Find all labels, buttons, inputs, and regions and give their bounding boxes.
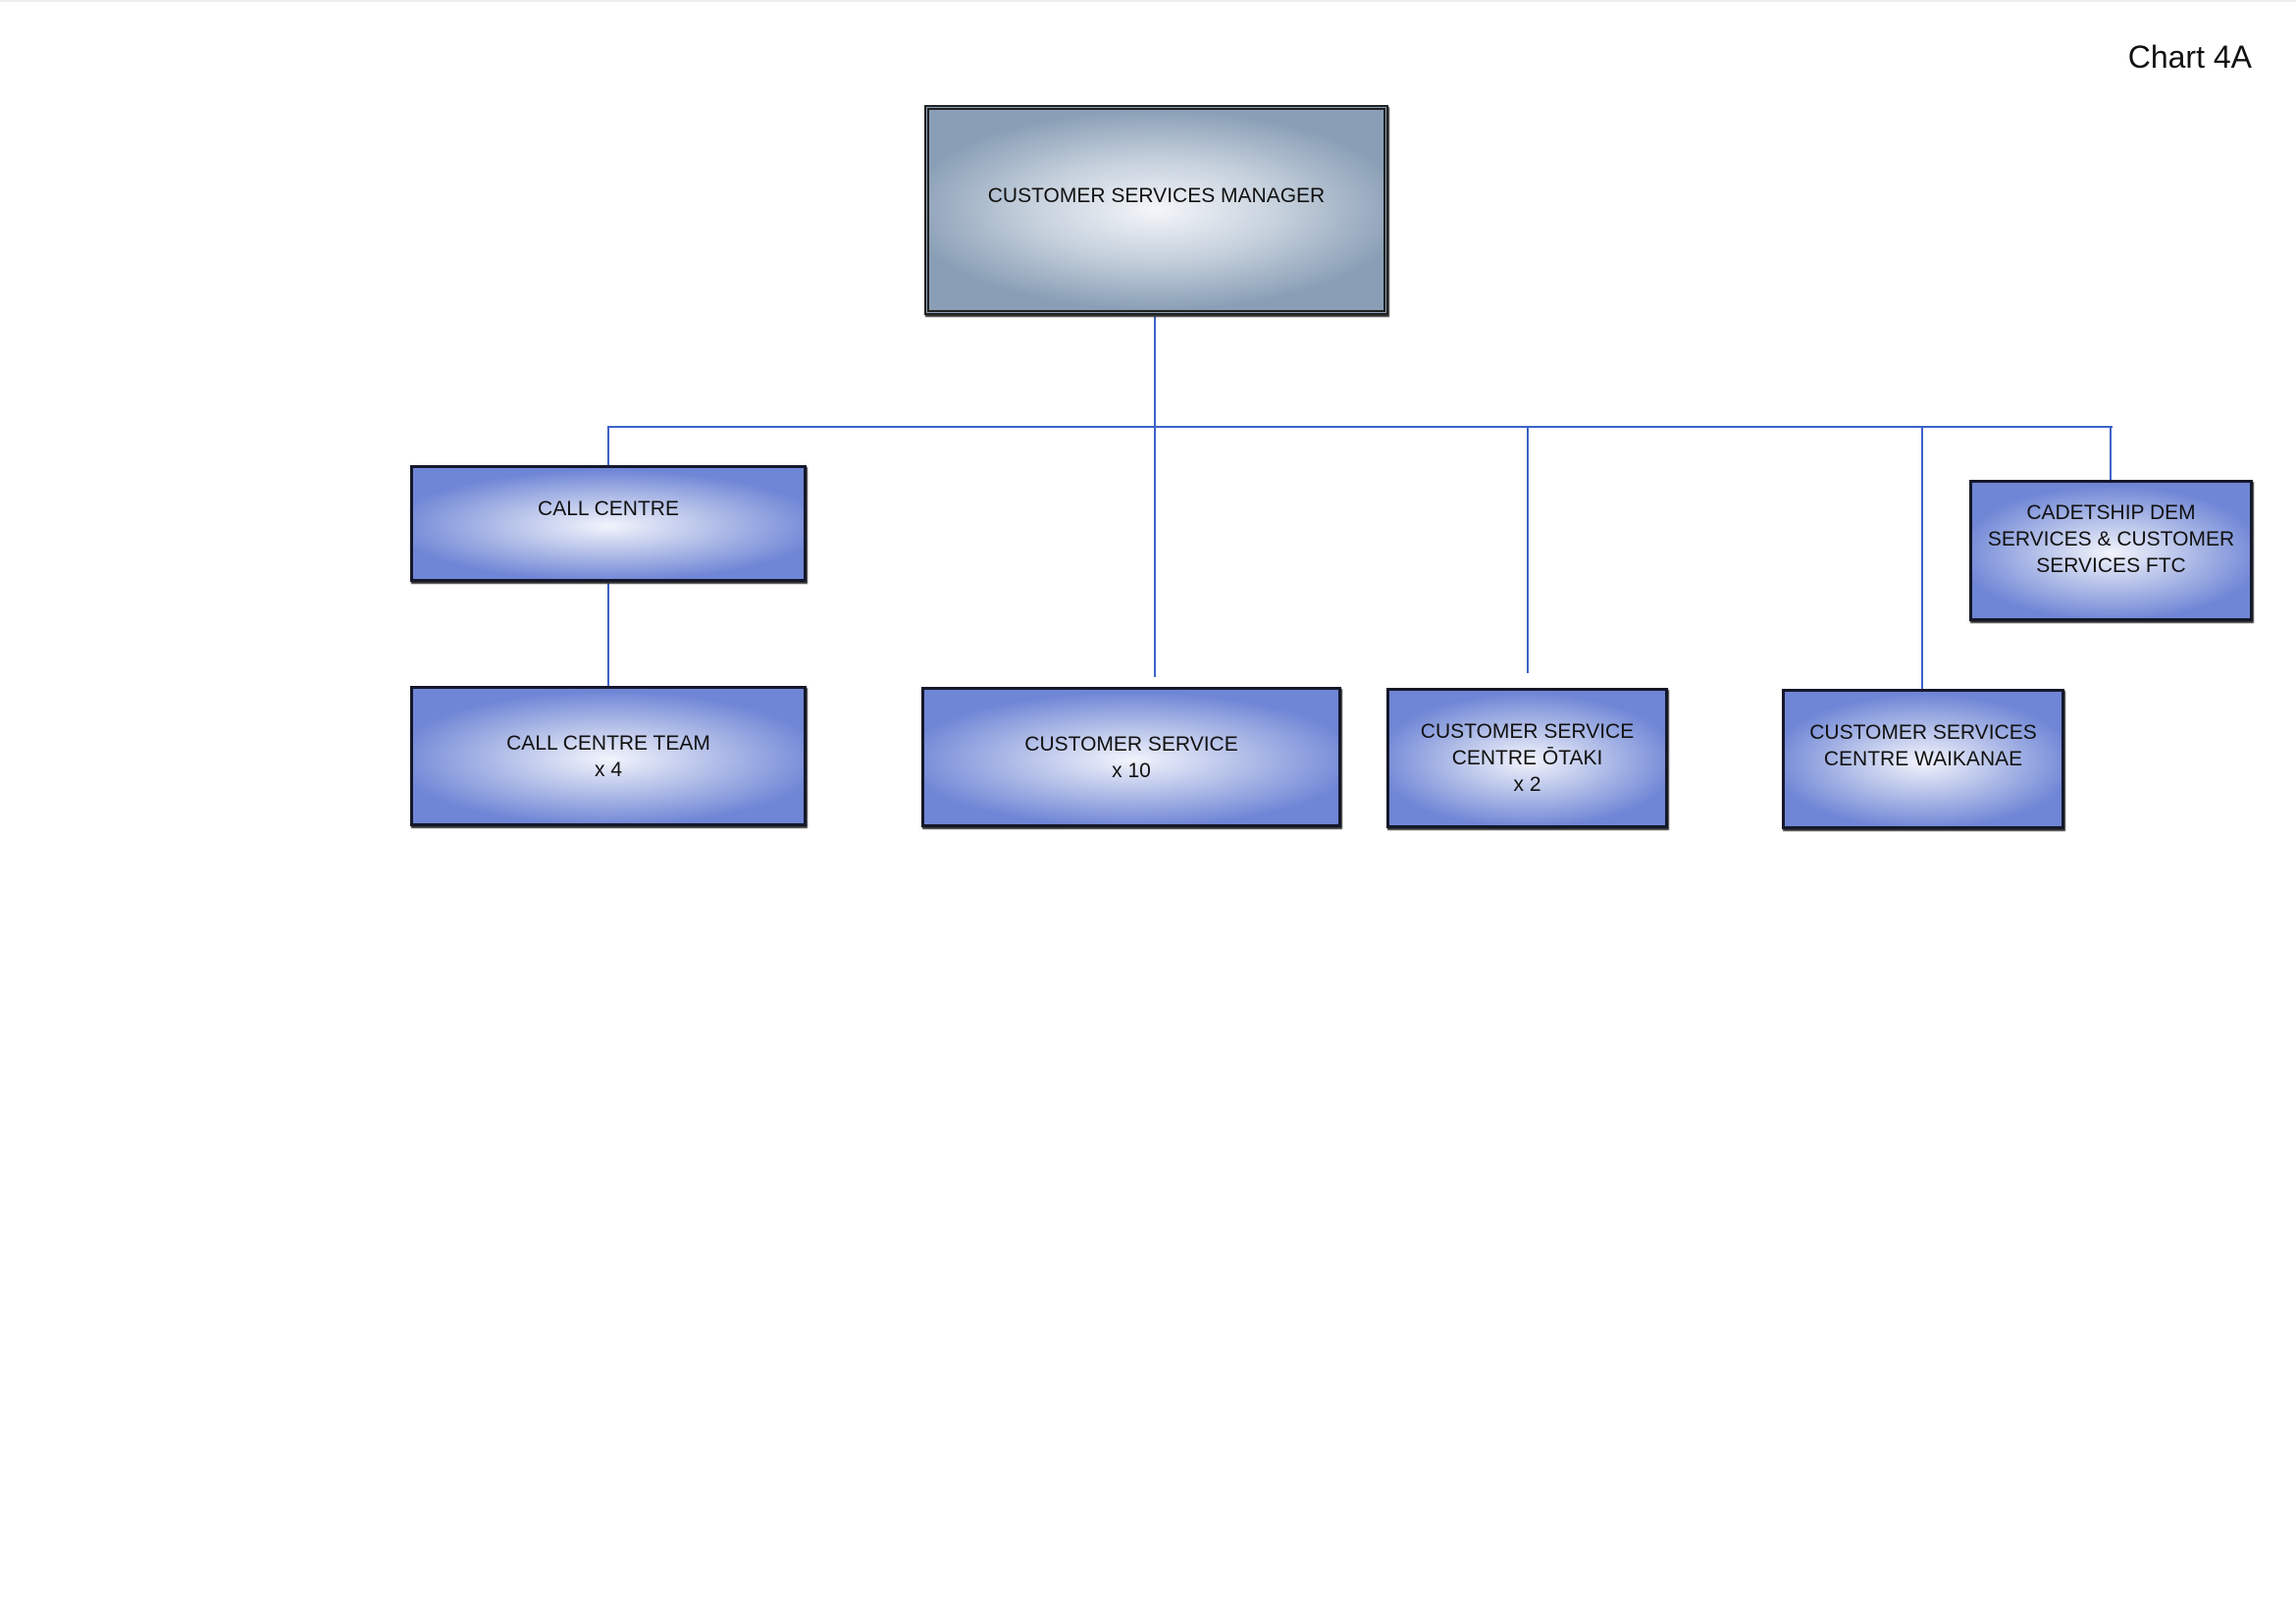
connector-to-cadetship [2110, 426, 2112, 480]
connector-to-otaki [1527, 426, 1529, 673]
node-text: CENTRE WAIKANAE [1823, 748, 2023, 770]
connector-call-centre-to-team [607, 581, 609, 686]
node-text: CENTRE ŌTAKI [1451, 747, 1603, 769]
node-customer-services-manager: CUSTOMER SERVICES MANAGER [924, 105, 1388, 315]
connector-manager-down [1154, 314, 1156, 428]
node-cadetship-dem-services: CADETSHIP DEM SERVICES & CUSTOMER SERVIC… [1969, 480, 2253, 621]
connector-to-customer-service [1154, 426, 1156, 677]
node-text: CUSTOMER SERVICES [1809, 721, 2037, 744]
node-customer-service: CUSTOMER SERVICE x 10 [921, 687, 1341, 827]
node-text: CUSTOMER SERVICES MANAGER [987, 183, 1326, 207]
connector-to-waikanae [1921, 426, 1923, 689]
node-count: x 2 [1513, 773, 1541, 796]
node-text: CALL CENTRE [538, 497, 679, 520]
node-customer-services-centre-waikanae: CUSTOMER SERVICES CENTRE WAIKANAE [1782, 689, 2064, 829]
node-text: SERVICES & CUSTOMER [1987, 528, 2235, 550]
node-text: CADETSHIP DEM [2026, 501, 2196, 524]
node-call-centre: CALL CENTRE [410, 465, 807, 582]
node-customer-service-centre-otaki: CUSTOMER SERVICE CENTRE ŌTAKI x 2 [1386, 688, 1668, 828]
node-count: x 10 [1112, 759, 1151, 782]
node-text: CUSTOMER SERVICE [1420, 720, 1635, 743]
connector-horizontal-bus [607, 426, 2113, 428]
node-text: SERVICES FTC [2036, 554, 2186, 577]
node-call-centre-team: CALL CENTRE TEAM x 4 [410, 686, 807, 826]
page-edge [0, 0, 2296, 2]
connector-to-call-centre [607, 426, 609, 465]
node-text: CUSTOMER SERVICE [1024, 733, 1238, 756]
node-count: x 4 [594, 759, 622, 781]
node-text: CALL CENTRE TEAM [506, 732, 710, 755]
chart-label: Chart 4A [2127, 39, 2252, 75]
